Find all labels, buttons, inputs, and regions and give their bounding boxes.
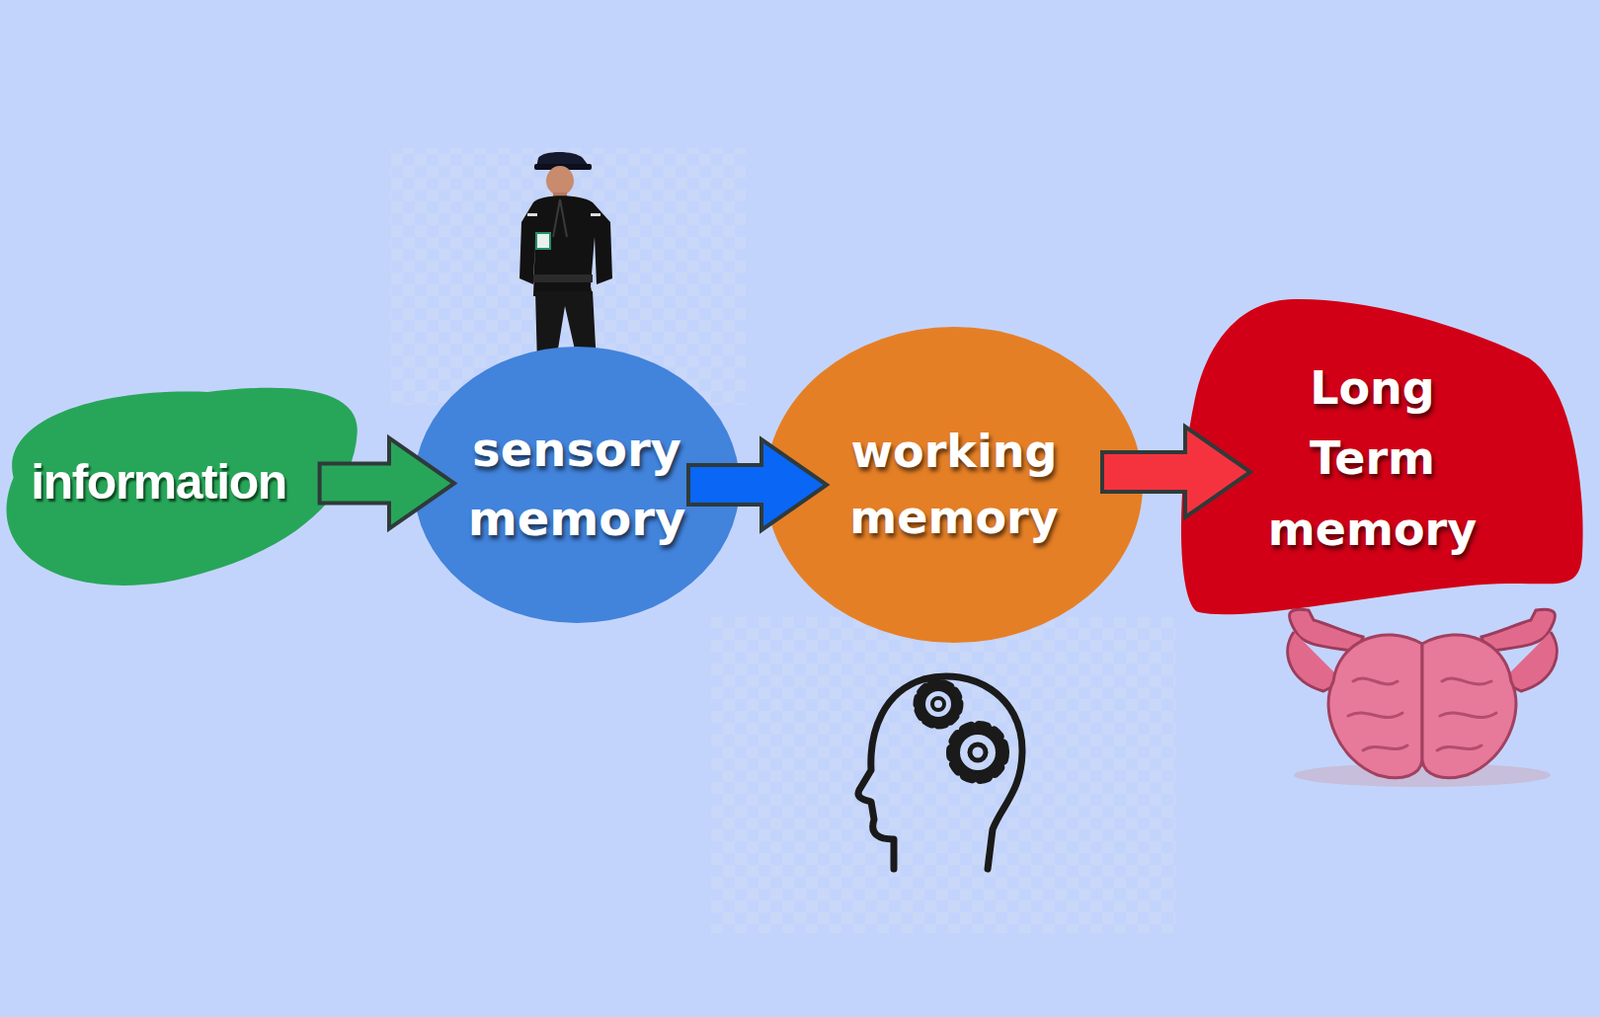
node-fill bbox=[1181, 299, 1584, 615]
node-label: information bbox=[30, 452, 286, 512]
thinking-head-icon bbox=[858, 676, 1023, 870]
node-label: working memory bbox=[849, 418, 1058, 551]
muscle-brain-icon bbox=[1287, 609, 1558, 788]
node-fill bbox=[6, 388, 358, 586]
gear-icon bbox=[917, 683, 960, 725]
node-label: sensory memory bbox=[468, 415, 687, 554]
information-blob: information bbox=[0, 372, 366, 592]
node-fill bbox=[765, 326, 1143, 643]
checker-backdrop bbox=[711, 617, 1176, 934]
node-fill bbox=[413, 346, 740, 624]
gear-icon bbox=[951, 725, 1005, 780]
long-term-memory-blob: Long Term memory bbox=[1178, 296, 1587, 623]
node-label: Long Term memory bbox=[1268, 353, 1477, 565]
